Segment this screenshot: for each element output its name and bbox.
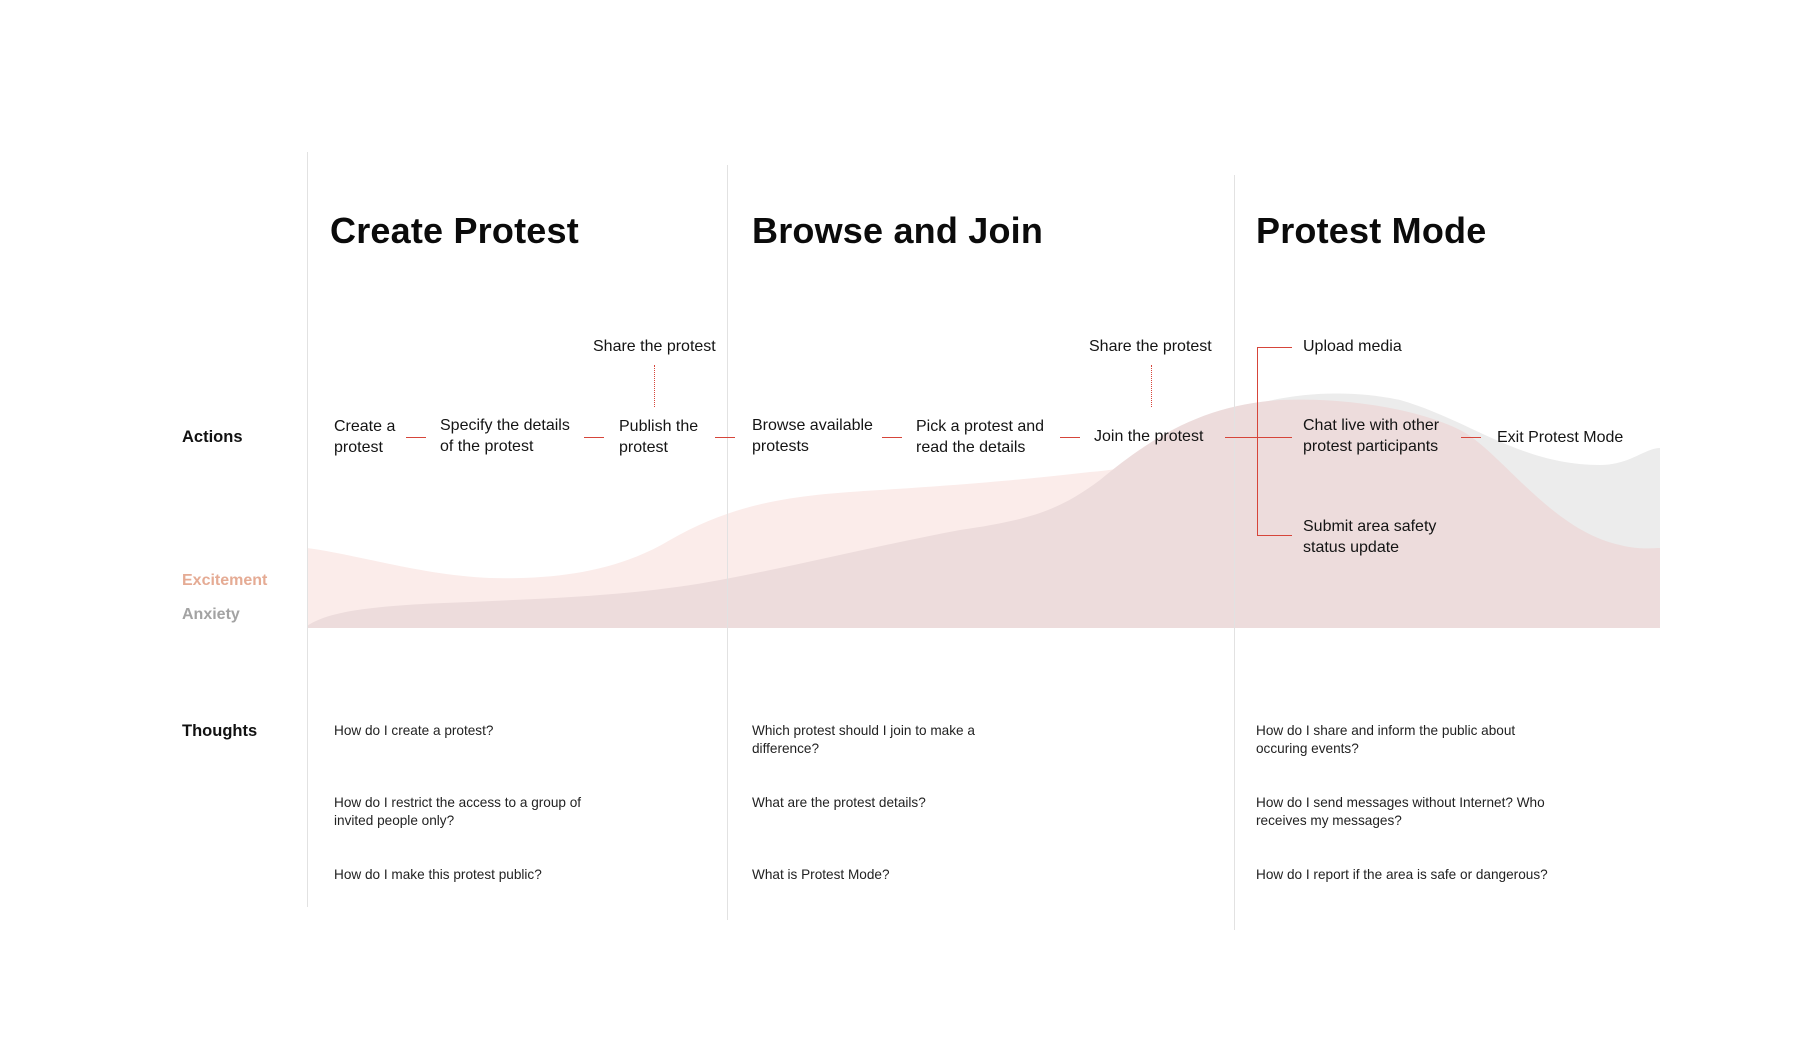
connector [584,437,604,438]
thought-mode-1: How do I share and inform the public abo… [1256,723,1516,756]
thought-mode-3: How do I report if the area is safe or d… [1256,867,1548,882]
thought-browse-1: Which protest should I join to make a di… [752,723,975,756]
phase-title-mode: Protest Mode [1256,210,1487,251]
connector [1060,437,1080,438]
connector [1461,437,1481,438]
action-pick: Pick a protest and read the details [916,418,1045,456]
action-upload-media: Upload media [1303,338,1402,355]
share-connector [654,365,655,407]
connector [715,437,735,438]
share-connector [1151,365,1152,407]
thought-browse-3: What is Protest Mode? [752,867,890,882]
thought-create-2: How do I restrict the access to a group … [334,795,582,828]
row-label-actions: Actions [182,428,243,446]
thought-create-3: How do I make this protest public? [334,867,542,882]
action-specify-details: Specify the details of the protest [440,417,570,455]
thought-create-1: How do I create a protest? [334,723,494,738]
connector [406,437,426,438]
thought-browse-2: What are the protest details? [752,795,926,810]
action-submit-safety: Submit area safety status update [1303,518,1437,556]
connector [882,437,902,438]
divider-right [1234,175,1235,930]
branch-connector [1225,437,1292,438]
phase-title-browse: Browse and Join [752,210,1044,251]
legend-excitement: Excitement [182,572,268,589]
action-share-protest: Share the protest [593,338,716,355]
action-create-protest: Create a protest [334,418,396,456]
combined-emotion-curve [307,399,1660,628]
branch-stem [1257,347,1258,536]
row-label-thoughts: Thoughts [182,722,258,740]
divider-left [307,152,308,907]
action-share-protest-2: Share the protest [1089,338,1212,355]
action-publish: Publish the protest [619,418,699,456]
action-chat-live: Chat live with other protest participant… [1303,417,1440,455]
thought-mode-2: How do I send messages without Internet?… [1256,795,1545,828]
action-join: Join the protest [1094,428,1204,445]
branch-upload [1257,347,1292,348]
divider-middle [727,165,728,920]
branch-submit [1257,535,1292,536]
legend-anxiety: Anxiety [182,606,240,623]
action-browse: Browse available protests [752,417,873,455]
phase-title-create: Create Protest [330,210,579,251]
action-exit-protest-mode: Exit Protest Mode [1497,429,1624,446]
